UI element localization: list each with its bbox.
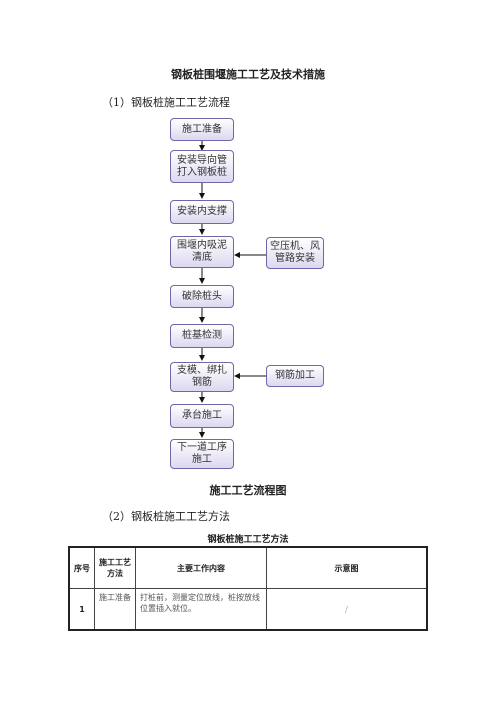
flow-step-9: 下一道工序施工 bbox=[170, 439, 234, 469]
header-content: 主要工作内容 bbox=[135, 546, 267, 589]
section-heading-flow: （1）钢板桩施工工艺流程 bbox=[102, 96, 230, 109]
header-method: 施工工艺方法 bbox=[94, 546, 136, 589]
flowchart-caption: 施工工艺流程图 bbox=[209, 484, 287, 497]
flow-step-6: 桩基检测 bbox=[170, 324, 234, 348]
flow-side-step-1: 空压机、风管路安装 bbox=[266, 237, 324, 269]
flow-step-3: 安装内支撑 bbox=[170, 200, 234, 224]
method-table: 序号 施工工艺方法 主要工作内容 示意图 1 施工准备 打桩前，测量定位放线，桩… bbox=[68, 546, 428, 631]
table-row: 1 施工准备 打桩前，测量定位放线，桩按放线位置插入就位。 / bbox=[68, 588, 428, 631]
row-content: 打桩前，测量定位放线，桩按放线位置插入就位。 bbox=[135, 588, 267, 631]
header-diagram: 示意图 bbox=[266, 546, 428, 589]
row-method: 施工准备 bbox=[94, 588, 136, 631]
header-no: 序号 bbox=[68, 546, 95, 589]
flow-step-5: 破除桩头 bbox=[170, 285, 234, 308]
flow-step-8: 承台施工 bbox=[170, 404, 234, 428]
section-heading-method: （2）钢板桩施工工艺方法 bbox=[102, 510, 230, 523]
table-title: 钢板桩施工工艺方法 bbox=[207, 535, 289, 545]
flow-step-2: 安装导向管打入钢板桩 bbox=[170, 150, 234, 183]
table-header-row: 序号 施工工艺方法 主要工作内容 示意图 bbox=[68, 546, 428, 589]
row-no: 1 bbox=[68, 588, 95, 631]
flow-step-1: 施工准备 bbox=[170, 118, 234, 141]
flow-step-7: 支模、绑扎钢筋 bbox=[170, 362, 234, 392]
flow-step-4: 围堰内吸泥清底 bbox=[170, 236, 234, 268]
document-title: 钢板桩围堰施工工艺及技术措施 bbox=[171, 68, 325, 81]
flow-side-step-2: 钢筋加工 bbox=[266, 365, 324, 387]
row-diagram: / bbox=[266, 588, 428, 631]
